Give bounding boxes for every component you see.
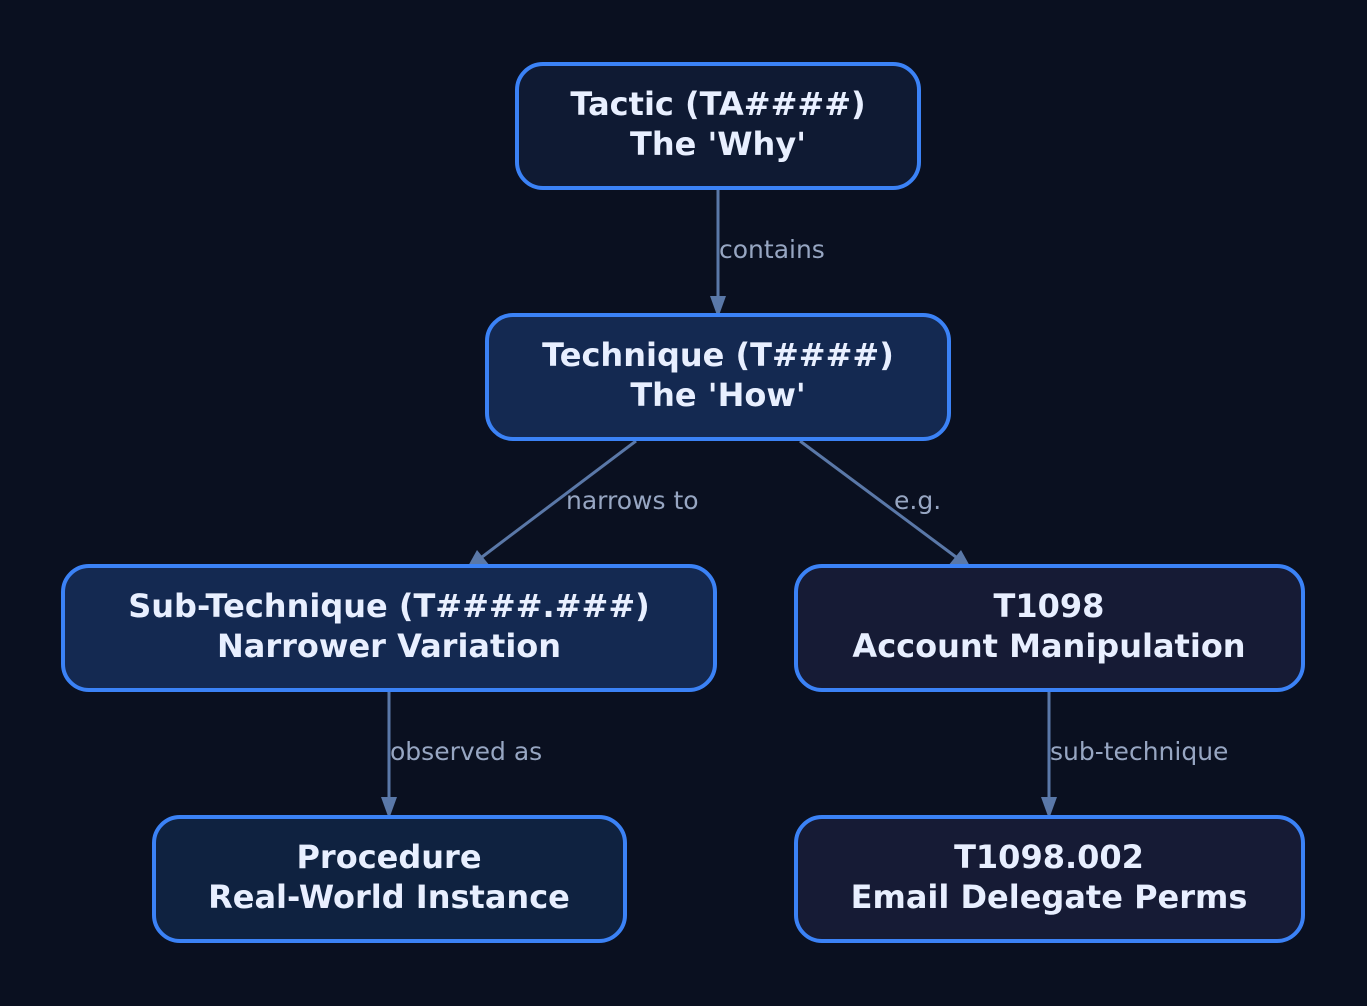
node-example-subtechnique[interactable]: T1098.002 Email Delegate Perms	[794, 815, 1305, 943]
node-tactic[interactable]: Tactic (TA####) The 'Why'	[515, 62, 921, 190]
node-technique-title: Technique (T####)	[542, 336, 894, 374]
node-procedure[interactable]: Procedure Real-World Instance	[152, 815, 627, 943]
node-tactic-box	[515, 62, 921, 190]
edge-label-contains: contains	[719, 235, 825, 264]
node-procedure-subtitle: Real-World Instance	[208, 878, 570, 916]
arrowhead-example-subexample	[1041, 797, 1057, 819]
node-procedure-box	[152, 815, 627, 943]
edge-label-eg: e.g.	[894, 486, 941, 515]
edge-technique-example	[799, 439, 957, 559]
arrowhead-technique-subtechnique	[467, 550, 490, 568]
arrowhead-subtechnique-procedure	[381, 797, 397, 819]
node-subtechnique[interactable]: Sub-Technique (T####.###) Narrower Varia…	[61, 564, 717, 692]
node-technique[interactable]: Technique (T####) The 'How'	[485, 313, 951, 441]
edge-label-narrows-to: narrows to	[566, 486, 699, 515]
node-procedure-title: Procedure	[296, 838, 481, 876]
node-example-subtechnique-subtitle: Email Delegate Perms	[851, 878, 1248, 916]
node-example-technique-title: T1098	[994, 587, 1105, 625]
edges: contains narrows to e.g. observed as sub…	[381, 189, 1228, 819]
node-subtechnique-box	[61, 564, 717, 692]
node-example-subtechnique-box	[794, 815, 1305, 943]
node-technique-box	[485, 313, 951, 441]
node-tactic-title: Tactic (TA####)	[570, 85, 865, 123]
node-example-technique-box	[794, 564, 1305, 692]
node-example-technique-subtitle: Account Manipulation	[852, 627, 1245, 665]
edge-label-sub-technique: sub-technique	[1050, 737, 1228, 766]
node-example-subtechnique-title: T1098.002	[954, 838, 1144, 876]
arrowhead-technique-example	[948, 550, 971, 568]
node-subtechnique-subtitle: Narrower Variation	[217, 627, 561, 665]
arrowhead-tactic-technique	[710, 296, 726, 318]
node-subtechnique-title: Sub-Technique (T####.###)	[128, 587, 650, 625]
node-tactic-subtitle: The 'Why'	[630, 125, 806, 163]
edge-label-observed-as: observed as	[390, 737, 542, 766]
edge-technique-subtechnique	[481, 439, 637, 559]
node-example-technique[interactable]: T1098 Account Manipulation	[794, 564, 1305, 692]
node-technique-subtitle: The 'How'	[630, 376, 805, 414]
